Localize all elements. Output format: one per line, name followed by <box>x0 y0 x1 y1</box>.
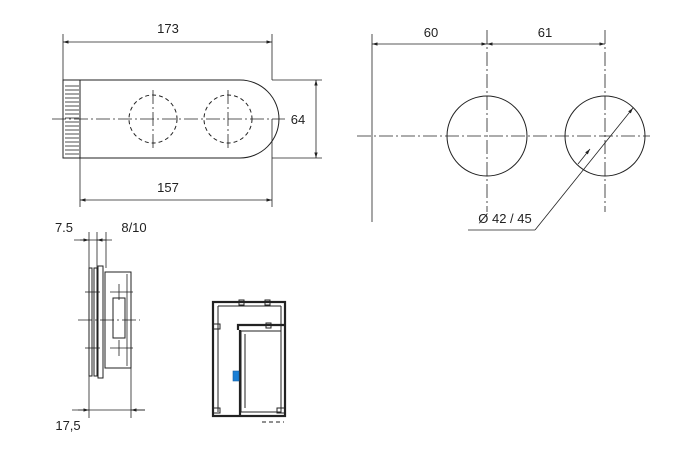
frame-section-view <box>211 299 287 423</box>
hole-circle-left <box>446 95 528 177</box>
grille-lines <box>65 85 79 155</box>
dim-7-5-label: 7.5 <box>55 220 73 235</box>
hole-layout-view: 60 61 Ø 42 / 45 <box>357 25 650 231</box>
inner-sash <box>240 330 282 413</box>
dim-61-label: 61 <box>538 25 552 40</box>
cover-plate <box>93 267 98 377</box>
plate-body <box>79 79 280 159</box>
frame-notch <box>265 322 272 329</box>
outer-frame <box>211 300 287 418</box>
side-view: 7.5 8/10 17,5 <box>55 220 147 433</box>
dim-157-label: 157 <box>157 180 179 195</box>
lock-marker <box>232 370 240 382</box>
screw-marks <box>85 284 133 356</box>
dim-60-label: 60 <box>424 25 438 40</box>
frame-notch <box>264 299 271 306</box>
hole-circle-right <box>564 95 646 177</box>
dim-diameter-label: Ø 42 / 45 <box>478 211 531 226</box>
frame-notch <box>212 407 221 414</box>
frame-plate <box>97 265 104 379</box>
frame-notch <box>238 299 245 306</box>
cover-plate <box>88 267 93 377</box>
front-view: 173 <box>52 21 322 207</box>
diameter-leader-arrow <box>577 148 591 165</box>
inner-sash-top <box>236 323 285 330</box>
diameter-leader <box>534 107 634 231</box>
inner-slot <box>112 297 126 339</box>
dim-64-label: 64 <box>291 112 305 127</box>
dim-17-5-label: 17,5 <box>55 418 80 433</box>
dim-173-label: 173 <box>157 21 179 36</box>
frame-notch <box>212 323 221 330</box>
frame-notch <box>276 407 286 414</box>
dim-8-10-label: 8/10 <box>121 220 146 235</box>
